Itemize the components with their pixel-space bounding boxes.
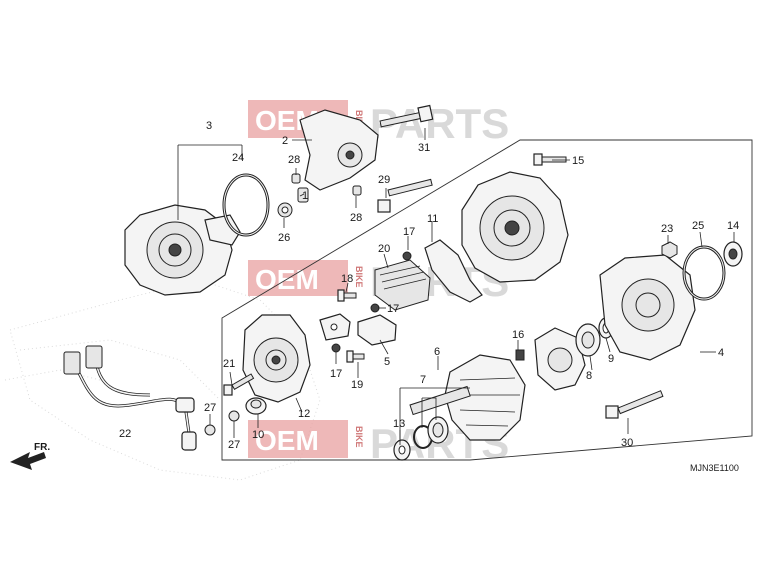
callout-17: 17: [387, 303, 399, 315]
part-22-wire-harness: [63, 345, 197, 451]
callout-14: 14: [727, 220, 739, 232]
callout-7: 7: [420, 374, 426, 386]
callout-13: 13: [393, 418, 405, 430]
part-23-nut: [661, 241, 678, 259]
part-2-cover-plate: [299, 109, 379, 191]
part-26-washer: [277, 202, 293, 218]
part-30-bolt: [605, 390, 664, 419]
part-4-end-cover: [599, 254, 696, 361]
callout-30: 30: [621, 437, 633, 449]
callout-15: 15: [572, 155, 584, 167]
callout-17: 17: [403, 226, 415, 238]
leader-lines: [177, 128, 735, 445]
callout-22: 22: [119, 428, 131, 440]
watermark-oem-text: OEM: [255, 425, 319, 456]
part-13-bearing: [393, 439, 411, 461]
part-21-bolt: [223, 373, 255, 396]
rear-housing: [461, 171, 569, 283]
part-1-bolt: [297, 187, 309, 203]
part-17-screws: [331, 251, 412, 353]
callout-11: 11: [427, 213, 438, 225]
callout-numbers: 3 24 2 28 1 26 28 29 31 15 11 17 20 18 1…: [119, 120, 739, 451]
part-8-bearing: [575, 323, 601, 357]
part-11-brush-holder: [424, 239, 483, 303]
callout-28: 28: [350, 212, 362, 224]
callout-9: 9: [608, 353, 614, 365]
part-20-regulator: [374, 259, 431, 311]
part-19-screw: [346, 350, 365, 363]
part-5-terminal: [357, 314, 397, 346]
part-29-bolt: [377, 178, 433, 213]
callout-31: 31: [418, 142, 430, 154]
callout-6: 6: [434, 346, 440, 358]
part-18-screw: [337, 289, 357, 302]
callout-28: 28: [288, 154, 300, 166]
callout-25: 25: [692, 220, 704, 232]
callout-18: 18: [341, 273, 353, 285]
part-24-o-ring: [222, 173, 270, 237]
part-31-bolt: [379, 104, 434, 128]
part-10-grommet: [245, 397, 267, 415]
part-25-o-ring: [682, 245, 726, 301]
callout-27: 27: [228, 439, 240, 451]
watermark-bike-text: BIKE: [354, 266, 364, 288]
diagram-code: MJN3E1100: [690, 463, 739, 473]
direction-arrow-front: FR.: [10, 442, 50, 470]
callout-1: 1: [302, 190, 308, 202]
assembly-frame: [221, 139, 753, 461]
connector-block: [319, 313, 351, 341]
callout-27: 27: [204, 402, 216, 414]
callout-20: 20: [378, 243, 390, 255]
stator-plate: [534, 327, 586, 391]
part-28-dowel-pins: [291, 173, 362, 196]
part-7-bearing: [427, 416, 449, 444]
callout-19: 19: [351, 379, 363, 391]
callout-23: 23: [661, 223, 673, 235]
direction-label: FR.: [34, 442, 50, 453]
part-16-screw: [515, 349, 525, 361]
part-12-front-housing: [242, 314, 311, 403]
callout-17: 17: [330, 368, 342, 380]
part-3-cover-assembly: [124, 204, 241, 296]
callout-12: 12: [298, 408, 310, 420]
watermark-bike-text: BIKE: [354, 426, 364, 448]
callout-4: 4: [718, 347, 724, 359]
part-14-bearing: [723, 241, 743, 267]
part-6-rotor: [409, 354, 526, 441]
callout-29: 29: [378, 174, 390, 186]
callout-5: 5: [384, 356, 390, 368]
part-27-nuts: [204, 410, 240, 436]
callout-10: 10: [252, 429, 264, 441]
callout-3: 3: [206, 120, 212, 132]
callout-26: 26: [278, 232, 290, 244]
callout-8: 8: [586, 370, 592, 382]
callout-2: 2: [282, 135, 288, 147]
part-15-bolt: [533, 153, 567, 166]
callout-21: 21: [223, 358, 235, 370]
callout-16: 16: [512, 329, 524, 341]
callout-24: 24: [232, 152, 244, 164]
